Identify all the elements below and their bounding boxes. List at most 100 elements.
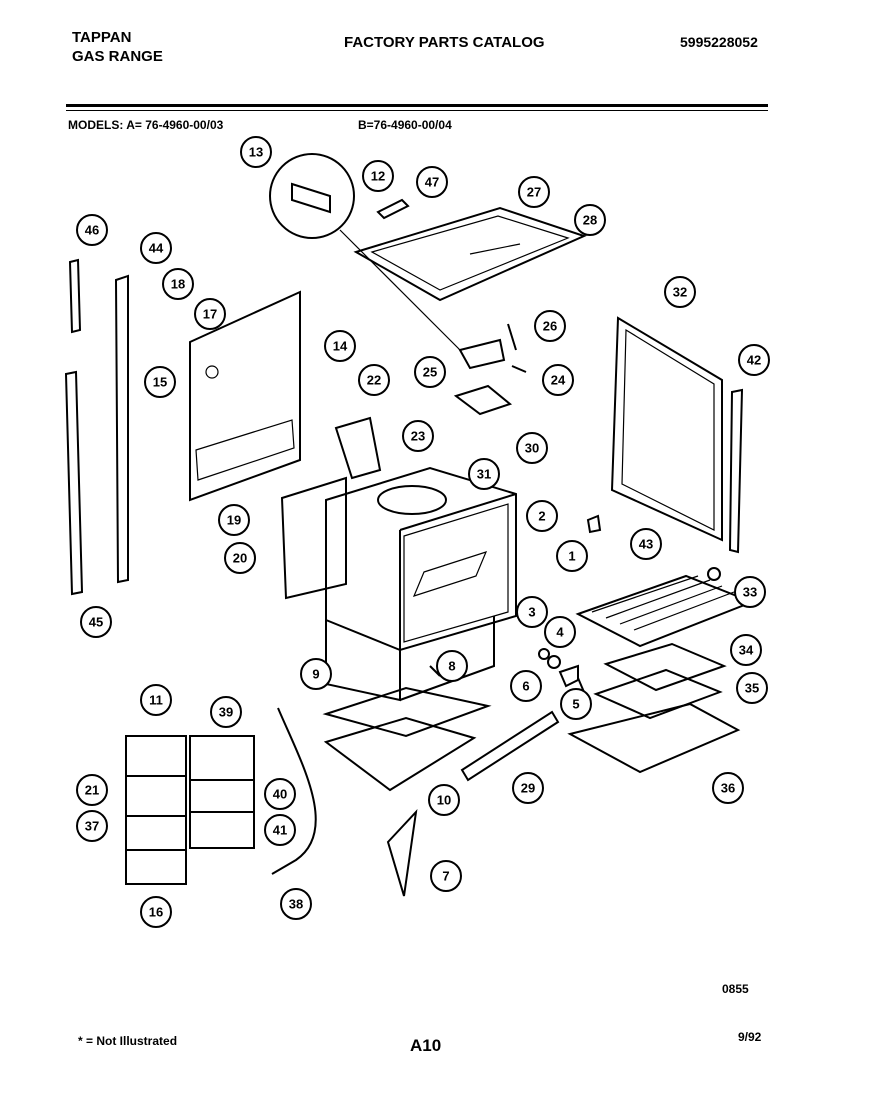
callout-20: 20	[224, 542, 256, 574]
knob-6	[558, 664, 579, 688]
header-rule-thick	[66, 104, 768, 107]
callout-number: 2	[538, 509, 545, 524]
callout-8: 8	[436, 650, 468, 682]
callout-43: 43	[630, 528, 662, 560]
callout-5: 5	[560, 688, 592, 720]
callout-number: 18	[171, 277, 185, 292]
callout-22: 22	[358, 364, 390, 396]
back-panel-14	[189, 290, 301, 502]
callout-number: 34	[739, 643, 754, 658]
callout-number: 37	[85, 819, 99, 834]
callout-26: 26	[534, 310, 566, 342]
callout-number: 32	[673, 285, 687, 300]
power-cord-38	[271, 707, 317, 875]
callout-3: 3	[516, 596, 548, 628]
page-number: A10	[410, 1036, 442, 1055]
callout-44: 44	[140, 232, 172, 264]
callout-9: 9	[300, 658, 332, 690]
callout-number: 42	[747, 353, 761, 368]
pin-8	[429, 665, 441, 677]
callout-14: 14	[324, 330, 356, 362]
callout-28: 28	[574, 204, 606, 236]
callout-37: 37	[76, 810, 108, 842]
leveler-43	[707, 567, 721, 581]
callout-number: 22	[367, 373, 381, 388]
callout-number: 1	[568, 549, 575, 564]
model-a: MODELS: A= 76-4960-00/03	[68, 118, 224, 132]
callout-45: 45	[80, 606, 112, 638]
callout-31: 31	[468, 458, 500, 490]
knob-3	[538, 648, 550, 660]
callout-number: 44	[149, 241, 164, 256]
callout-number: 13	[249, 145, 263, 160]
callout-number: 8	[448, 659, 455, 674]
callout-number: 33	[743, 585, 757, 600]
clip-1	[586, 514, 602, 534]
bracket-47	[376, 198, 410, 220]
callout-34: 34	[730, 634, 762, 666]
callout-number: 6	[522, 679, 529, 694]
revision-date: 9/92	[738, 1030, 762, 1044]
trim-strip-44	[114, 274, 129, 584]
callout-number: 12	[371, 169, 385, 184]
callout-35: 35	[736, 672, 768, 704]
hardware-box-left	[125, 735, 187, 885]
oven-body-2	[325, 466, 517, 702]
callout-number: 27	[527, 185, 541, 200]
callout-number: 31	[477, 467, 491, 482]
callout-36: 36	[712, 772, 744, 804]
callout-2: 2	[526, 500, 558, 532]
callout-46: 46	[76, 214, 108, 246]
hardware-box-right	[189, 735, 255, 849]
callout-42: 42	[738, 344, 770, 376]
callout-10: 10	[428, 784, 460, 816]
callout-number: 41	[273, 823, 287, 838]
callout-number: 20	[233, 551, 247, 566]
callout-number: 24	[551, 373, 566, 388]
callout-38: 38	[280, 888, 312, 920]
callout-number: 14	[333, 339, 348, 354]
callout-24: 24	[542, 364, 574, 396]
broiler-pan-34	[603, 642, 727, 692]
callout-21: 21	[76, 774, 108, 806]
callout-29: 29	[512, 772, 544, 804]
callout-39: 39	[210, 696, 242, 728]
callout-1: 1	[556, 540, 588, 572]
bottom-panel-9	[322, 686, 492, 738]
callout-number: 26	[543, 319, 557, 334]
callout-number: 45	[89, 615, 103, 630]
callout-number: 9	[312, 667, 319, 682]
catalog-title: FACTORY PARTS CATALOG	[344, 34, 545, 51]
callout-number: 36	[721, 781, 735, 796]
callout-19: 19	[218, 504, 250, 536]
igniter-7	[386, 808, 418, 897]
burner-23	[334, 416, 447, 515]
callout-number: 30	[525, 441, 539, 456]
callout-6: 6	[510, 670, 542, 702]
callout-number: 17	[203, 307, 217, 322]
callout-13: 13	[240, 136, 272, 168]
product-type: GAS RANGE	[72, 48, 163, 65]
callout-7: 7	[430, 860, 462, 892]
callout-17: 17	[194, 298, 226, 330]
callout-30: 30	[516, 432, 548, 464]
trim-strip-45	[64, 370, 84, 596]
callout-47: 47	[416, 166, 448, 198]
callout-4: 4	[544, 616, 576, 648]
callout-11: 11	[140, 684, 172, 716]
brand-name: TAPPAN	[72, 29, 132, 46]
callout-number: 10	[437, 793, 451, 808]
callout-number: 16	[149, 905, 163, 920]
callout-number: 5	[572, 697, 579, 712]
callout-number: 11	[149, 693, 163, 708]
bracket-30	[453, 384, 513, 416]
callout-number: 28	[583, 213, 597, 228]
callout-number: 7	[442, 869, 449, 884]
bottom-panel-10	[323, 716, 477, 792]
callout-number: 3	[528, 605, 535, 620]
callout-23: 23	[402, 420, 434, 452]
callout-32: 32	[664, 276, 696, 308]
callout-number: 40	[273, 787, 287, 802]
model-b: B=76-4960-00/04	[358, 118, 452, 132]
